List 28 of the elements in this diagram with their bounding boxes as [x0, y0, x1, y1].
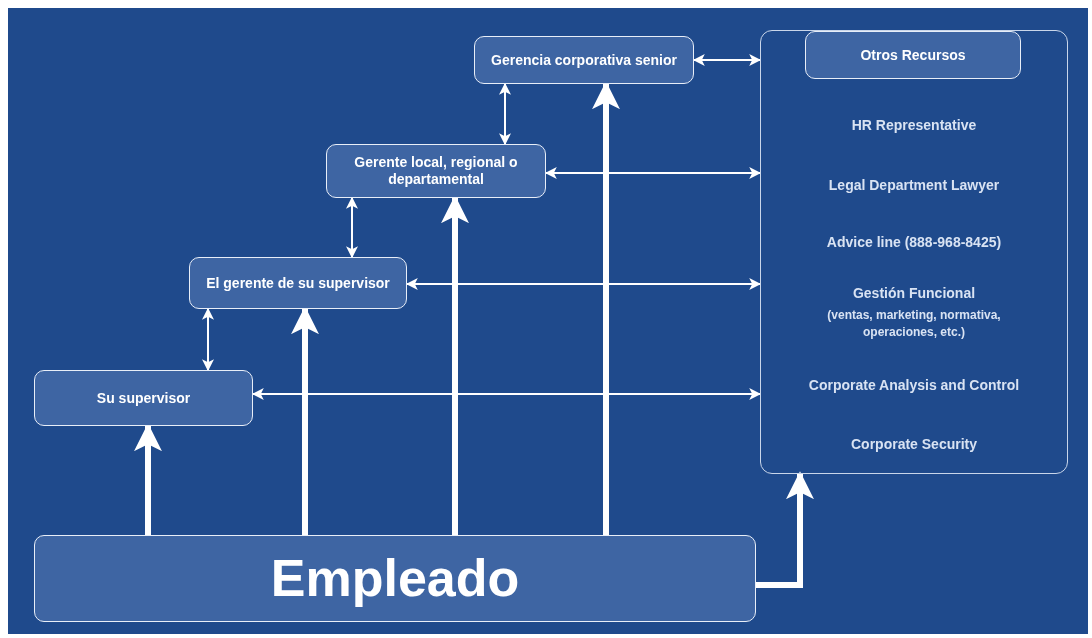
resource-item: Legal Department Lawyer	[827, 175, 1001, 195]
double-headed-arrow	[499, 82, 511, 146]
box-label: Gerente local, regional o departamental	[353, 154, 519, 188]
double-headed-arrow	[346, 196, 358, 259]
resource-item: Gestión Funcional	[851, 283, 977, 303]
employee-box	[34, 535, 756, 622]
box-label: Otros Recursos	[860, 46, 966, 64]
double-headed-arrow	[251, 388, 762, 400]
resource-item: Corporate Security	[849, 434, 978, 454]
arrow	[756, 471, 814, 588]
box-label: Su supervisor	[96, 389, 191, 407]
resource-item: HR Representative	[850, 115, 978, 135]
resources-panel	[760, 30, 1068, 474]
process-box	[34, 370, 253, 426]
process-box	[326, 144, 546, 198]
double-headed-arrow	[544, 167, 762, 179]
double-headed-arrow	[405, 278, 762, 290]
box-label: Gerencia corporativa senior	[491, 51, 677, 69]
box-title: Empleado	[270, 548, 520, 610]
process-box	[189, 257, 407, 309]
resource-item: (ventas, marketing, normativa, operaciones, etc.)	[826, 306, 1002, 341]
resource-item: Corporate Analysis and Control	[807, 375, 1021, 395]
double-headed-arrow	[202, 307, 214, 372]
process-box	[474, 36, 694, 84]
box-label: El gerente de su supervisor	[206, 274, 390, 292]
resource-item: Advice line (888-968-8425)	[825, 232, 1003, 252]
process-box	[805, 31, 1021, 79]
double-headed-arrow	[692, 54, 762, 66]
